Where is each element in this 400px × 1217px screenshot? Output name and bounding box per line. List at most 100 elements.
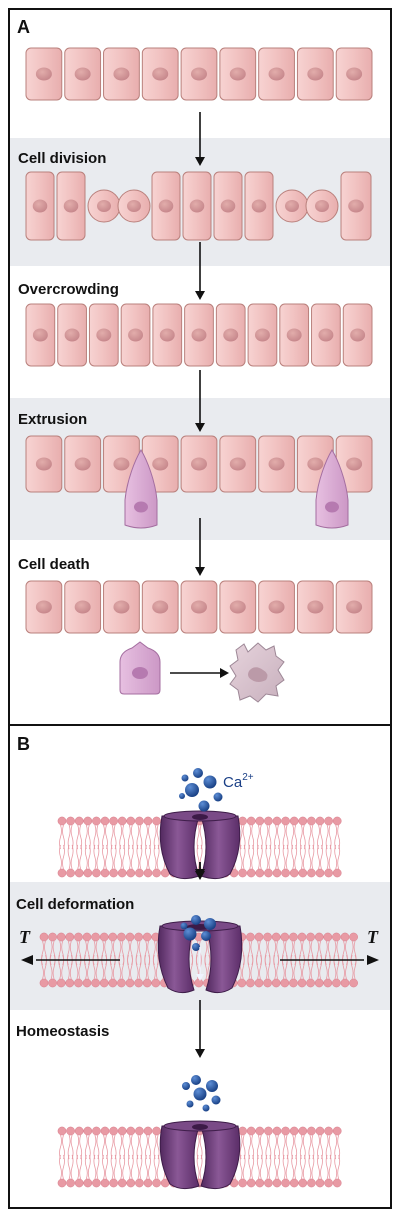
crowded-cell — [247, 303, 278, 367]
lipid-tail — [317, 1154, 320, 1180]
nucleus — [32, 328, 48, 342]
lipid-head — [332, 816, 342, 826]
crowded-cell — [311, 303, 341, 367]
division-cell — [56, 171, 86, 241]
calcium-ion — [213, 792, 223, 802]
lipid-head — [83, 1126, 93, 1136]
lipid-tail — [282, 1134, 286, 1160]
lipid-tail — [62, 1154, 65, 1180]
lipid-tail — [239, 824, 243, 850]
lipid-head — [134, 978, 143, 988]
lipid-head — [298, 1178, 308, 1188]
lipid-head — [289, 816, 299, 826]
lipid-head — [135, 868, 144, 878]
lipid-head — [272, 1178, 282, 1188]
arrow-down-head — [195, 1049, 205, 1058]
row1-cell — [258, 47, 295, 101]
lipid-tail — [311, 844, 315, 870]
lipid-tail — [282, 824, 286, 850]
lipid-head — [152, 1126, 161, 1136]
lipid-tail — [105, 844, 108, 870]
lipid-tail — [153, 1154, 157, 1180]
lipid-tail — [96, 844, 100, 870]
lipid-tail — [259, 824, 263, 850]
nucleus — [158, 199, 174, 213]
lipid-tail — [130, 954, 133, 980]
channel-opening — [192, 814, 208, 820]
lipid-tail — [105, 1134, 108, 1160]
lipid-tail — [84, 954, 87, 980]
lipid-head — [56, 978, 66, 988]
lipid-tail — [334, 1134, 338, 1160]
lipid-tail — [102, 824, 105, 850]
channel-subunit — [157, 925, 195, 994]
lipid-head — [246, 1126, 256, 1136]
lipid-tail — [265, 844, 269, 870]
lipid-tail — [310, 954, 314, 980]
lipid-tail — [277, 1154, 280, 1180]
ion-channel-closed — [159, 810, 241, 880]
lipid-head — [238, 868, 247, 878]
lipid-head — [66, 1178, 75, 1188]
lipid-tail — [67, 1134, 71, 1160]
lipid-head — [281, 816, 290, 826]
lipid-tail — [87, 1154, 91, 1180]
lipid-tail — [334, 824, 338, 850]
lipid-head — [263, 978, 272, 988]
lipid-tail — [69, 954, 73, 980]
lipid-head — [152, 816, 161, 826]
lipid-head — [66, 816, 75, 826]
lipid-tail — [337, 1154, 341, 1180]
lipid-tail — [311, 824, 315, 850]
lipid-tail — [308, 824, 312, 850]
lipid-head — [324, 868, 333, 878]
lipid-tail — [105, 824, 108, 850]
lipid-head — [91, 978, 100, 988]
lipid-tail — [196, 824, 200, 850]
lipid-tail — [136, 844, 140, 870]
lipid-tail — [242, 1134, 246, 1160]
lipid-head — [48, 978, 57, 988]
row1-cell — [25, 47, 63, 101]
lipid-tail — [93, 1134, 97, 1160]
lipid-head — [39, 932, 49, 942]
lipid-head — [109, 816, 118, 826]
nucleus — [189, 199, 205, 213]
extrusion-cell — [64, 435, 102, 493]
lipid-tail — [248, 1134, 252, 1160]
calcium-ion — [201, 931, 211, 941]
lipid-head — [289, 1126, 299, 1136]
lipid-tail — [153, 824, 157, 850]
lipid-tail — [353, 954, 357, 980]
lipid-tail — [84, 1154, 88, 1180]
lipid-tail — [118, 954, 122, 980]
stage-label-homeostasis: Homeostasis — [16, 1023, 109, 1040]
lipid-tail — [290, 954, 294, 980]
lipid-tail — [248, 1154, 252, 1180]
lipid-tail — [139, 824, 143, 850]
lipid-head — [142, 932, 152, 942]
calcium-ion — [180, 922, 188, 930]
stage-label-cell-deformation: Cell deformation — [16, 896, 134, 913]
calcium-ion — [186, 1100, 194, 1108]
lipid-head — [280, 978, 290, 988]
lipid-tail — [196, 1134, 200, 1160]
lipid-tail — [320, 824, 323, 850]
lipid-head — [65, 978, 75, 988]
lipid-head — [298, 816, 308, 826]
death-row-cell — [296, 580, 334, 634]
lipid-tail — [148, 824, 151, 850]
lipid-tail — [325, 844, 329, 870]
row1-cell — [141, 47, 179, 101]
lipid-tail — [302, 844, 306, 870]
generated-shapes — [21, 47, 379, 1190]
lipid-head — [263, 932, 272, 942]
nucleus — [346, 67, 363, 81]
lipid-tail — [302, 1154, 306, 1180]
lipid-head — [324, 1126, 333, 1136]
death-row-cell — [141, 580, 179, 634]
nucleus — [285, 200, 299, 212]
lipid-head — [340, 978, 350, 988]
lipid-head — [126, 816, 136, 826]
lipid-head — [349, 932, 358, 942]
